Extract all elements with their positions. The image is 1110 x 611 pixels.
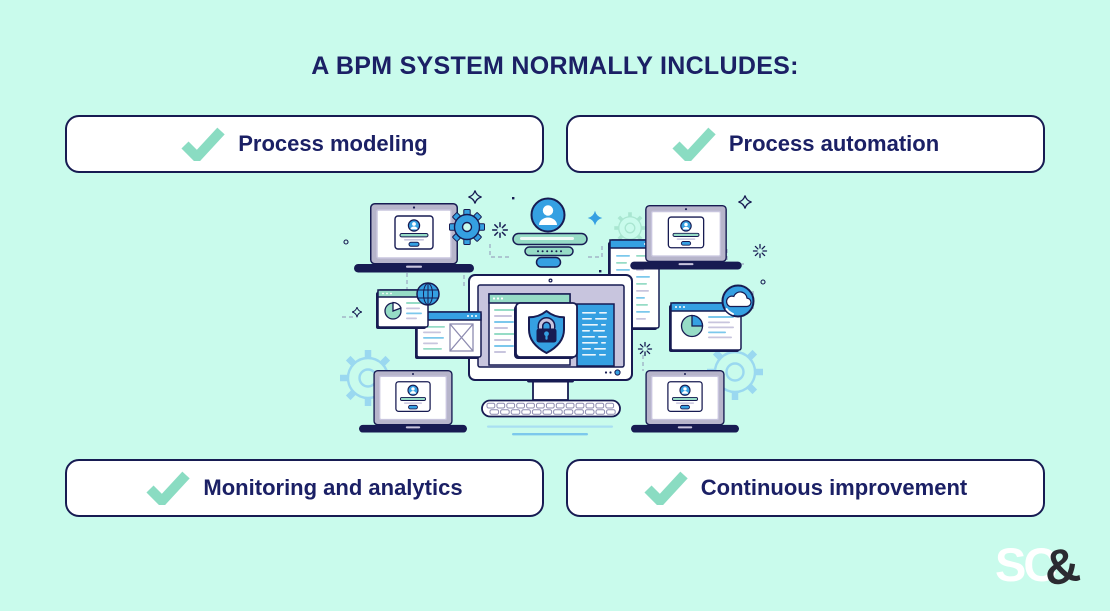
sparkle-icon xyxy=(467,189,483,205)
image-placeholder-icon xyxy=(449,323,474,352)
brand-logo: SC & xyxy=(995,537,1085,597)
underline-accent xyxy=(487,425,613,428)
pie-chart-window xyxy=(376,289,429,329)
login-form-icon xyxy=(512,197,588,268)
analytics-window xyxy=(669,302,742,352)
feature-box-continuous-improvement: Continuous improvement xyxy=(566,459,1045,517)
cloud-icon xyxy=(721,284,755,318)
brand-logo-ampersand: & xyxy=(1039,537,1085,597)
feature-label: Monitoring and analytics xyxy=(203,475,463,500)
code-panel xyxy=(576,303,615,367)
laptop-icon xyxy=(630,205,742,270)
brand-logo-text: SC xyxy=(995,538,1057,591)
feature-box-process-modeling: Process modeling xyxy=(65,115,544,173)
burst-icon xyxy=(491,221,509,239)
laptop-icon xyxy=(358,370,468,433)
shield-lock-icon xyxy=(514,302,578,359)
feature-label: Process automation xyxy=(728,131,940,156)
pie-chart-icon xyxy=(680,314,704,338)
pie-chart-icon xyxy=(384,301,402,320)
bpm-illustration xyxy=(340,185,770,445)
sparkle-icon xyxy=(737,194,753,210)
burst-icon xyxy=(637,341,653,357)
monitor-icon xyxy=(468,274,633,418)
checkmark-icon xyxy=(181,127,225,161)
page-title: A BPM SYSTEM NORMALLY INCLUDES: xyxy=(311,52,799,80)
keyboard-icon xyxy=(481,399,621,418)
gear-icon xyxy=(449,209,485,245)
feature-box-monitoring-analytics: Monitoring and analytics xyxy=(65,459,544,517)
burst-icon xyxy=(752,243,768,259)
checkmark-icon xyxy=(644,471,688,505)
sparkle-icon xyxy=(587,210,603,226)
globe-icon xyxy=(416,282,440,306)
feature-box-process-automation: Process automation xyxy=(566,115,1045,173)
underline-accent xyxy=(512,433,588,436)
browser-window-icon xyxy=(415,311,482,359)
checkmark-icon xyxy=(672,127,716,161)
feature-label: Continuous improvement xyxy=(700,475,968,500)
laptop-icon xyxy=(630,370,740,433)
sparkle-icon xyxy=(351,306,363,318)
checkmark-icon xyxy=(146,471,191,505)
gear-icon xyxy=(612,210,648,246)
feature-label: Process modeling xyxy=(238,131,428,156)
